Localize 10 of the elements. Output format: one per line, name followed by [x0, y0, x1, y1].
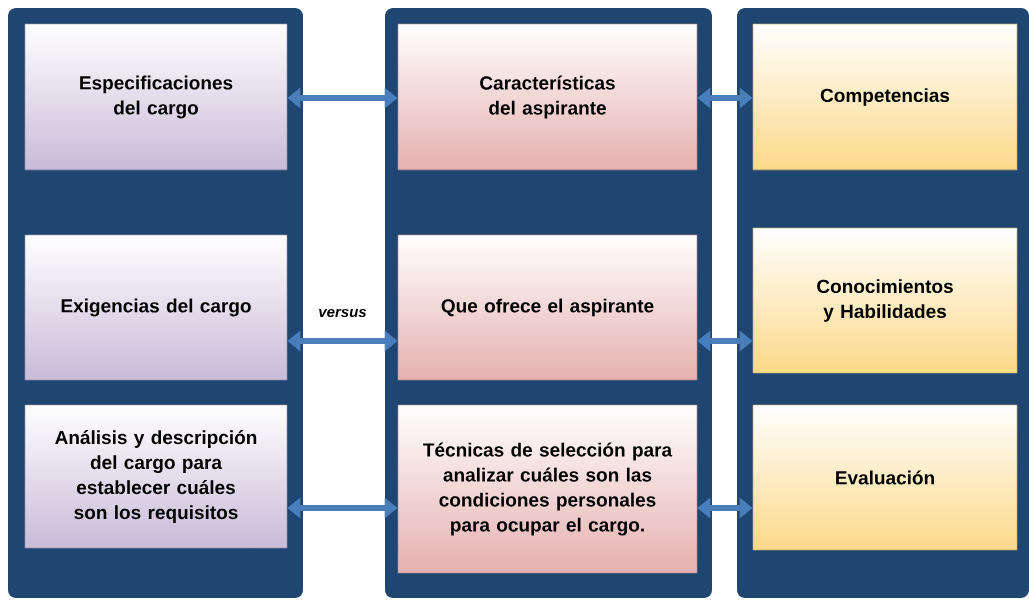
text-box: Que ofrece el aspirante	[397, 234, 698, 381]
edge-label: versus	[319, 308, 367, 318]
text-box: Competencias	[752, 23, 1018, 171]
text-box: Evaluación	[752, 404, 1018, 551]
text-box: Especificaciones del cargo	[24, 23, 288, 171]
text-box: Técnicas de selección para analizar cuáles son las condiciones personales para ocupar el cargo.	[397, 404, 698, 574]
text-box: Conocimientos y Habilidades	[752, 227, 1018, 374]
text-box: Características del aspirante	[397, 23, 698, 171]
text-box: Análisis y descripción del cargo para establecer cuáles son los requisitos	[24, 404, 288, 549]
text-box: Exigencias del cargo	[24, 234, 288, 381]
